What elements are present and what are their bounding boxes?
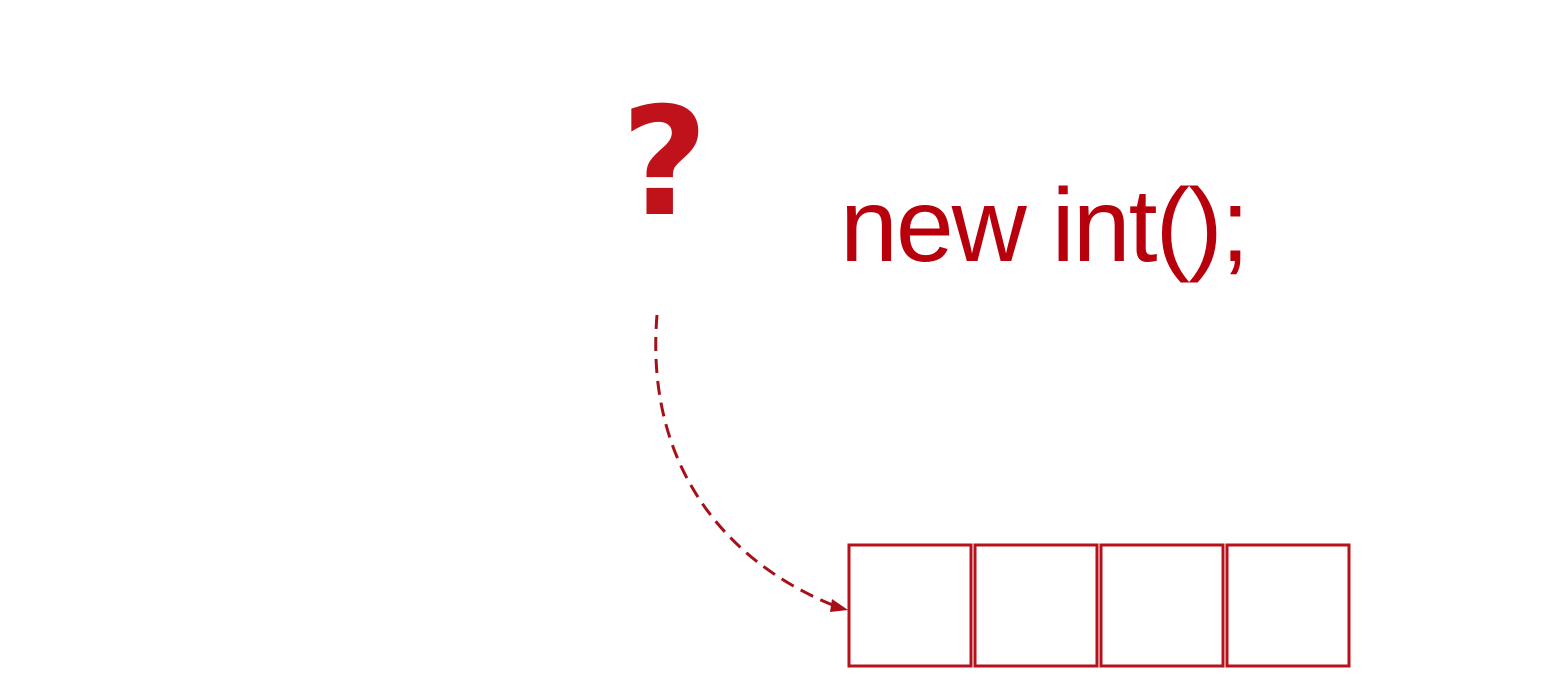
arrow-head-icon xyxy=(830,599,848,612)
memory-cell xyxy=(1099,543,1225,668)
code-expression: new int(); xyxy=(840,168,1250,284)
question-mark-icon: ? xyxy=(621,76,709,250)
memory-block xyxy=(847,543,1351,668)
dashed-pointer-arrow xyxy=(654,314,836,608)
memory-cell xyxy=(1225,543,1351,668)
memory-cell xyxy=(847,543,973,668)
memory-cell xyxy=(973,543,1099,668)
